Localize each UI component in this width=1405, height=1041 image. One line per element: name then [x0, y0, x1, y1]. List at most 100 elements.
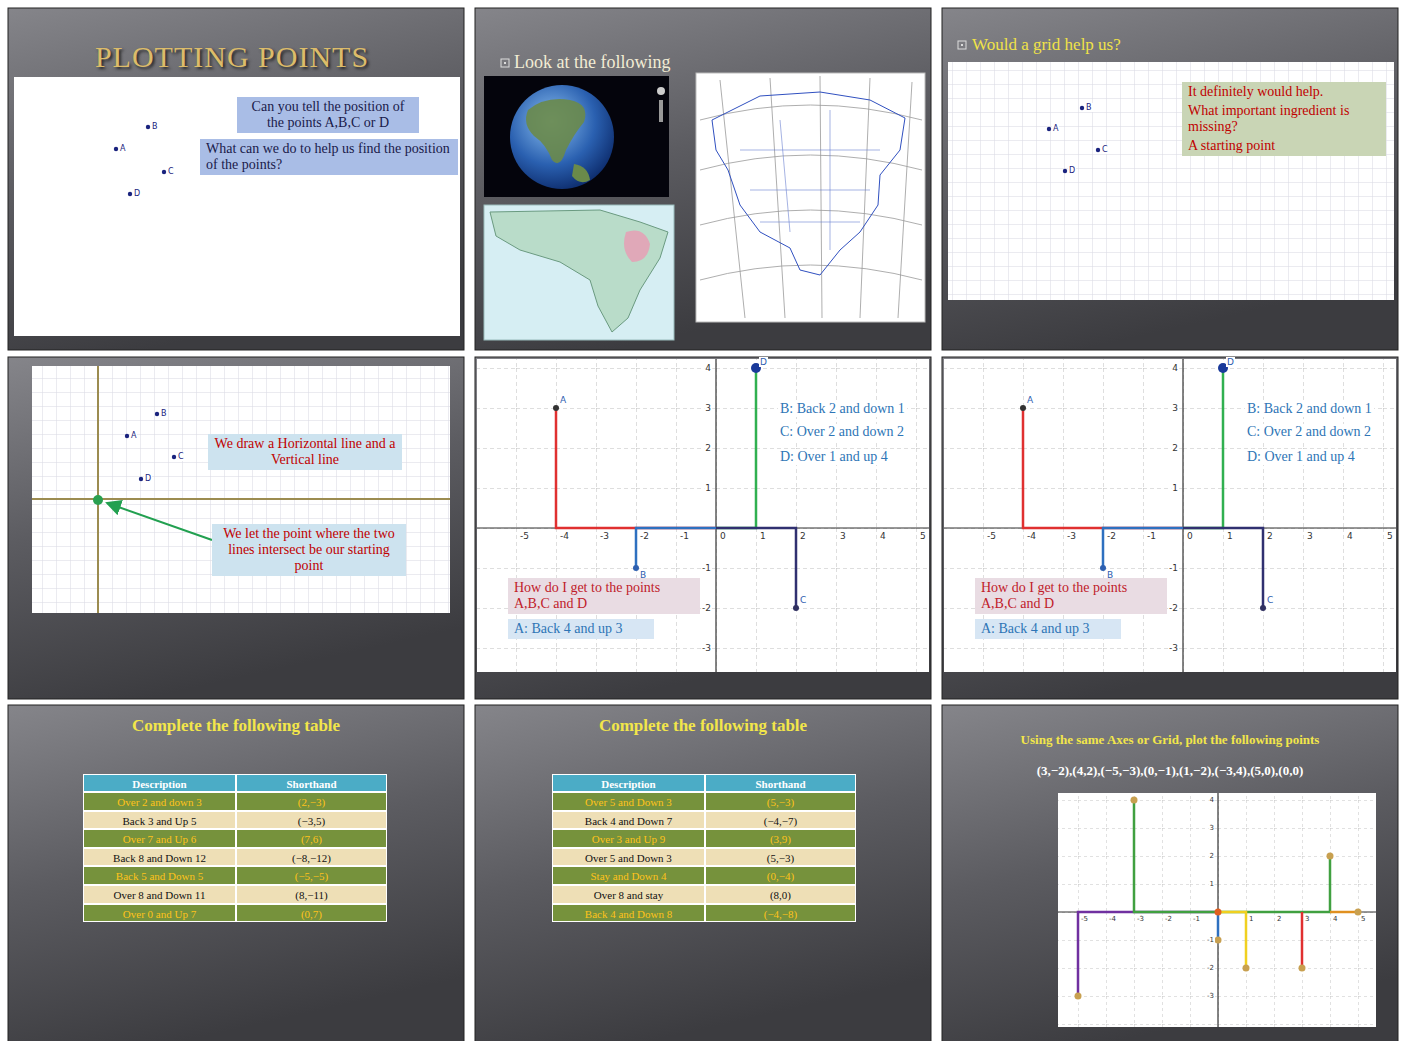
axis-number: -2	[701, 603, 712, 613]
panel	[14, 77, 460, 336]
drawing-path	[716, 368, 756, 528]
table-header: Description	[83, 774, 236, 792]
point-label: D	[1068, 166, 1076, 175]
drawing-rect	[8, 705, 464, 1041]
axis-number: 4	[1209, 796, 1215, 804]
axis-number: 3	[1171, 403, 1179, 413]
drawing-rect	[484, 205, 674, 340]
axis-number: 4	[1346, 531, 1354, 541]
axis-number: 3	[1304, 915, 1310, 923]
drawing-path	[898, 82, 912, 318]
axis-number: 4	[1171, 363, 1179, 373]
drawing-rect	[8, 8, 464, 350]
slide9-axes	[1058, 793, 1376, 1027]
move-text: C: Over 2 and down 2	[778, 424, 906, 440]
point-label: D	[759, 357, 768, 367]
slide6-axes	[944, 359, 1396, 672]
point-label: A	[1026, 395, 1034, 405]
drawing-line	[1182, 359, 1183, 672]
axis-number: 4	[1332, 915, 1338, 923]
drawing-path	[700, 210, 922, 225]
axis-number: -1	[701, 563, 712, 573]
axis-number: -5	[519, 531, 530, 541]
point-label: C	[1101, 145, 1109, 154]
point-dot	[114, 147, 118, 151]
drawing-circle	[657, 87, 665, 95]
axis-number: 3	[1209, 824, 1215, 832]
axis-number: -4	[1026, 531, 1037, 541]
point-label: C	[799, 595, 807, 605]
box-text: How do I get to the points A,B,C and D	[981, 580, 1161, 612]
point-dot	[1096, 148, 1100, 152]
table-cell: (−5,−5)	[236, 866, 387, 885]
slide-title: Complete the following table	[132, 716, 340, 736]
box-text: We draw a Horizontal line and a Vertical…	[214, 436, 396, 468]
point-label: C	[177, 452, 185, 461]
table-cell: (3,9)	[705, 829, 856, 848]
drawing-circle	[553, 405, 559, 411]
point-label: C	[167, 167, 175, 176]
point-dot	[162, 170, 166, 174]
leader-arrow	[107, 503, 212, 540]
drawing-path	[716, 528, 796, 608]
slide-backgrounds	[8, 8, 1398, 1041]
move-text: D: Over 1 and up 4	[1245, 449, 1357, 465]
projection-map	[696, 73, 925, 322]
move-text: C: Over 2 and down 2	[1245, 424, 1373, 440]
drawing-path	[1103, 528, 1183, 568]
table-cell: (5,−3)	[705, 848, 856, 867]
slide5-dots	[553, 363, 799, 611]
table-cell: (2,−3)	[236, 792, 387, 811]
drawing-rect	[659, 100, 663, 122]
point-label: B	[160, 409, 168, 418]
table-cell: (8,−11)	[236, 885, 387, 904]
axis-number: -1	[1192, 915, 1201, 923]
table-cell: (5,−3)	[705, 792, 856, 811]
drawing-rect	[958, 41, 966, 49]
drawing-path	[636, 528, 716, 568]
table-cell: (7,6)	[236, 829, 387, 848]
table-cell: (0,7)	[236, 904, 387, 923]
drawing-rect	[948, 62, 1394, 300]
point-dot	[172, 455, 176, 459]
axis-number: -2	[1206, 964, 1215, 972]
point-label: D	[133, 189, 141, 198]
slide-title: Using the same Axes or Grid, plot the fo…	[1021, 732, 1320, 748]
drawing-path	[700, 105, 922, 120]
drawing-rect	[475, 8, 931, 350]
drawing-path	[624, 231, 650, 263]
axis-number: 1	[1171, 483, 1179, 493]
drawing-path	[820, 76, 822, 318]
table-cell: Over 8 and stay	[552, 885, 705, 904]
axis-number: 2	[1209, 852, 1215, 860]
axis-number: 2	[704, 443, 712, 453]
axis-number: -5	[986, 531, 997, 541]
slide-title: PLOTTING POINTS	[95, 40, 369, 74]
note-box: We draw a Horizontal line and a Vertical…	[208, 434, 402, 470]
axis-number: 1	[1209, 880, 1215, 888]
table-cell: (−8,−12)	[236, 848, 387, 867]
box-text: A: Back 4 and up 3	[514, 621, 648, 637]
axis-number: 4	[704, 363, 712, 373]
axis-number: -2	[639, 531, 650, 541]
point-dot	[128, 192, 132, 196]
drawing-rect	[1058, 793, 1376, 1027]
drawing-path	[1217, 912, 1220, 940]
drawing-rect	[942, 8, 1398, 350]
axis-number: 4	[879, 531, 887, 541]
drawing-rect	[942, 705, 1398, 1041]
drawing-path	[572, 164, 590, 182]
drawing-circle	[510, 85, 614, 189]
table-cell: (−4,−8)	[705, 904, 856, 923]
table-cell: Over 2 and down 3	[83, 792, 236, 811]
drawing-path	[712, 92, 905, 275]
points-list: (3,−2),(4,2),(−5,−3),(0,−1),(1,−2),(−3,4…	[1037, 763, 1303, 779]
table-cell: Over 5 and Down 3	[552, 792, 705, 811]
drawing-circle	[1131, 797, 1138, 804]
drawing-path	[1078, 912, 1218, 996]
table-cell: (−3,5)	[236, 811, 387, 830]
drawing-path	[720, 80, 745, 318]
point-label: D	[1226, 357, 1235, 367]
answer-box: A: Back 4 and up 3	[975, 619, 1121, 639]
